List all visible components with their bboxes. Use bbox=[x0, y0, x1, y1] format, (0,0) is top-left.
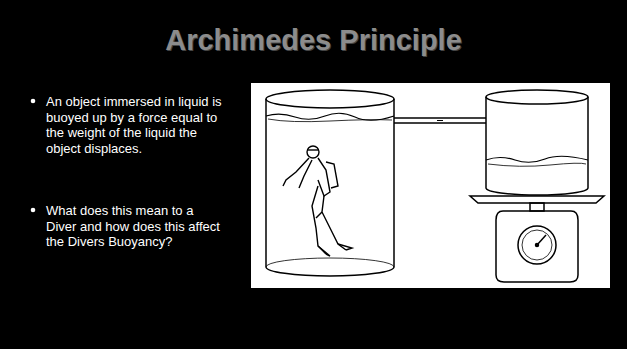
weighing-scale bbox=[470, 196, 604, 282]
large-tank bbox=[266, 90, 394, 276]
diver-figure bbox=[283, 146, 352, 256]
bullet-text: An object immersed in liquid is buoyed u… bbox=[46, 94, 226, 156]
picture-panel bbox=[251, 83, 610, 288]
bullet-dot bbox=[31, 99, 36, 104]
collecting-tank bbox=[486, 90, 588, 195]
bullet-text: What does this mean to a Diver and how d… bbox=[46, 203, 226, 250]
bullet-dot bbox=[31, 208, 36, 213]
slide-title: Archimedes Principle bbox=[0, 24, 627, 57]
overflow-pipe bbox=[394, 118, 486, 123]
